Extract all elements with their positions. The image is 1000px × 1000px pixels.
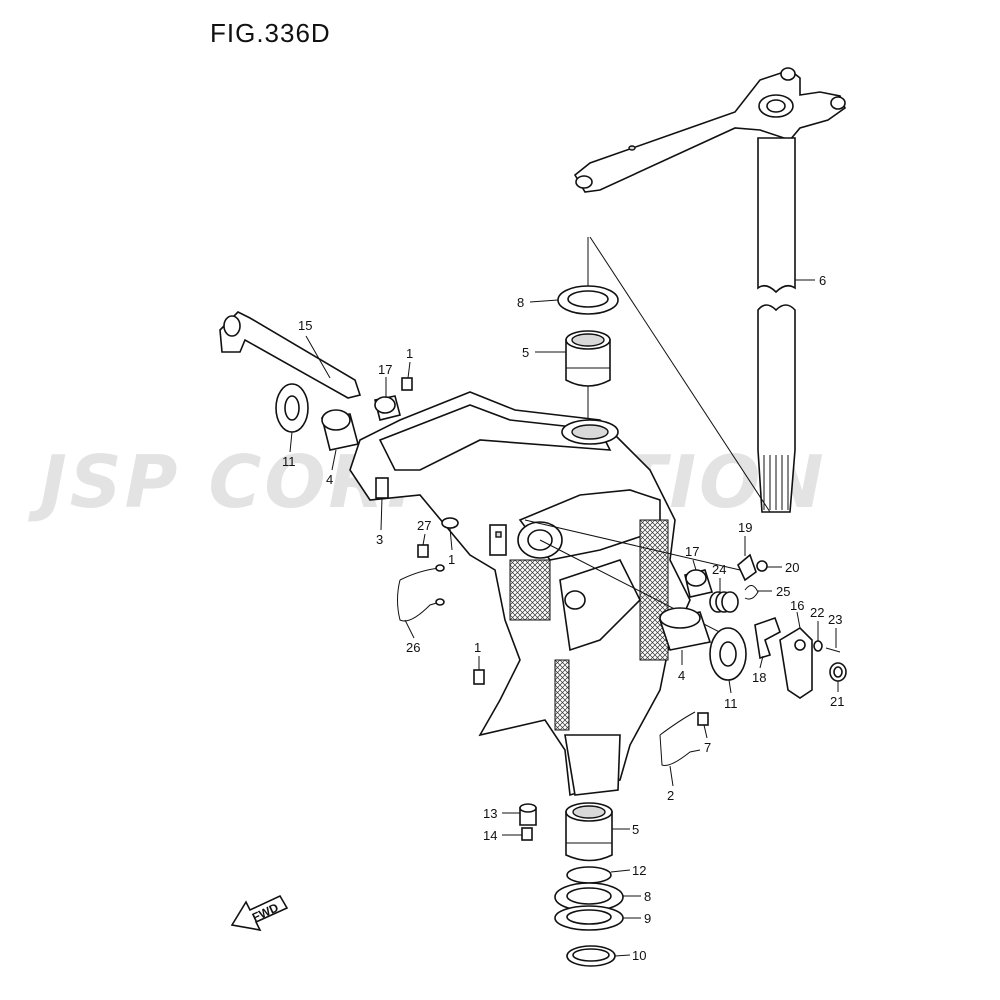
callout-7: 7 (704, 740, 711, 755)
spring-24 (709, 591, 739, 613)
swivel-bracket (349, 391, 691, 797)
circlip-10 (566, 945, 616, 967)
callout-20: 20 (785, 560, 799, 575)
figure-title: FIG.336D (210, 18, 331, 48)
callout-3: 3 (376, 532, 383, 547)
callout-8: 8 (644, 889, 651, 904)
callout-2: 2 (667, 788, 674, 803)
callout-19: 19 (738, 520, 752, 535)
callout-1: 1 (448, 552, 455, 567)
lever-18 (754, 616, 781, 660)
ring-12 (566, 866, 612, 884)
callout-17: 17 (685, 544, 699, 559)
bushing-17-right (684, 569, 714, 598)
bushing-17-left (374, 395, 401, 421)
callout-25: 25 (776, 584, 790, 599)
callout-4: 4 (326, 472, 333, 487)
callout-10: 10 (632, 948, 646, 963)
callout-13: 13 (483, 806, 497, 821)
washer-22 (813, 640, 823, 652)
callout-12: 12 (632, 863, 646, 878)
bolt-1-top (401, 377, 413, 391)
washer-9 (554, 905, 624, 931)
callout-17: 17 (378, 362, 392, 377)
cap-13 (519, 803, 537, 826)
washer-11-left (275, 383, 309, 433)
upper-washer-8 (557, 285, 619, 315)
callout-27: 27 (417, 518, 431, 533)
upper-bushing-5 (565, 330, 611, 387)
callout-22: 22 (810, 605, 824, 620)
plate-19 (737, 553, 757, 582)
bolt-1-low (473, 669, 485, 685)
callout-1: 1 (406, 346, 413, 361)
callout-5: 5 (632, 822, 639, 837)
swivel-shaft (757, 137, 796, 513)
screw-7 (697, 712, 709, 726)
washer-11-right (709, 627, 747, 681)
callout-15: 15 (298, 318, 312, 333)
callout-11: 11 (724, 696, 738, 711)
callout-5: 5 (522, 345, 529, 360)
bolt-1-mid (441, 517, 459, 529)
clip-3 (375, 477, 389, 499)
callout-6: 6 (819, 273, 826, 288)
callout-24: 24 (712, 562, 726, 577)
tilt-pin-15 (219, 311, 362, 399)
pin-23 (825, 647, 841, 653)
callout-numbers: 15 1 17 11 4 3 27 1 26 1 8 5 6 19 20 17 … (282, 273, 844, 963)
bushing-4-left (321, 409, 359, 451)
screw-27 (417, 544, 429, 558)
callout-21: 21 (830, 694, 844, 709)
callout-26: 26 (406, 640, 420, 655)
steering-arm (573, 67, 846, 193)
nut-21 (829, 662, 847, 682)
washer-8-lower (554, 882, 624, 912)
callout-18: 18 (752, 670, 766, 685)
callout-14: 14 (483, 828, 497, 843)
callout-9: 9 (644, 911, 651, 926)
ground-wire-26 (397, 564, 445, 622)
callout-1: 1 (474, 640, 481, 655)
bushing-4-right (658, 607, 712, 651)
leader-lines (289, 279, 839, 957)
callout-4: 4 (678, 668, 685, 683)
wire-2 (659, 711, 701, 766)
callout-11: 11 (282, 454, 296, 469)
fwd-label: FWD (250, 900, 281, 924)
lower-bushing-5 (565, 802, 613, 862)
bolt-14 (521, 827, 533, 841)
callout-8: 8 (517, 295, 524, 310)
fwd-arrow-icon: FWD (230, 894, 289, 932)
screw-20 (756, 560, 768, 572)
callout-23: 23 (828, 612, 842, 627)
spring-25 (744, 585, 759, 600)
bracket-16 (779, 626, 813, 699)
callout-16: 16 (790, 598, 804, 613)
